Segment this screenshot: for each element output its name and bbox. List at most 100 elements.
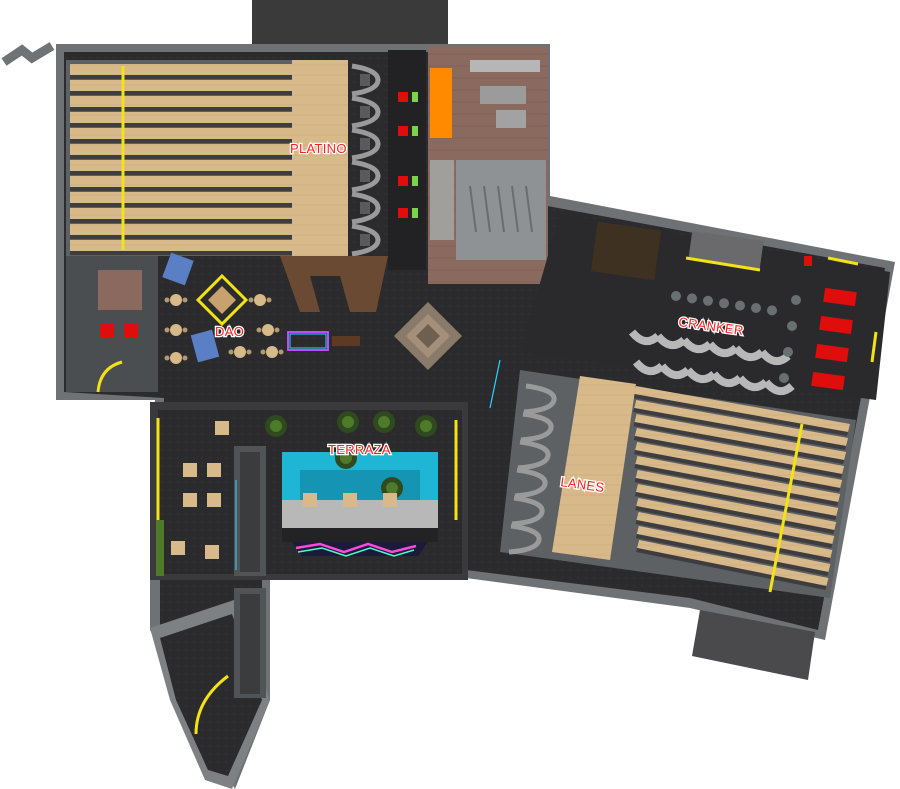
plant-leaves: [386, 482, 398, 494]
kitchen-rack: [525, 185, 533, 233]
central-bar: [394, 302, 462, 370]
corridor-screen-red: [398, 208, 408, 218]
dao-tables: [164, 294, 284, 364]
platino-lane: [70, 128, 292, 139]
corridor-screen-red: [398, 126, 408, 136]
platino-bench-table: [360, 202, 370, 214]
platino-lane: [70, 112, 292, 123]
dao-chair: [274, 327, 280, 333]
lane: [634, 414, 847, 460]
corridor-screen-red: [398, 176, 408, 186]
cranker-sofa: [654, 333, 687, 350]
cranker-sofa: [758, 349, 791, 366]
platino-gutter: [70, 171, 292, 175]
terraza-table: [343, 493, 357, 507]
neon-bar: [287, 331, 329, 351]
lane: [634, 428, 845, 474]
platino-lane: [70, 192, 292, 203]
plant-leaves: [342, 416, 354, 428]
cranker-red-seat-1: [823, 287, 857, 307]
dao-blue-table-2: [190, 329, 220, 363]
north-entrance-block: [252, 0, 448, 44]
kitchen-block: [428, 46, 548, 284]
kitchen-rack: [511, 185, 519, 233]
dao-chair: [164, 327, 170, 333]
south-curved-rail: [194, 674, 229, 735]
cranker-table: [779, 373, 789, 383]
southeast-annex: [692, 610, 815, 680]
cranker-sofa: [680, 337, 713, 354]
cranker-area: [520, 214, 890, 400]
platino-lane: [70, 208, 292, 219]
platino-seating: [351, 63, 381, 257]
dao-area: [66, 252, 388, 393]
cranker-red-seat-2: [819, 315, 853, 335]
dao-curved-counter: [96, 360, 123, 393]
cranker-sofa: [628, 329, 661, 346]
platino-lanes: [70, 64, 292, 255]
platino-lane: [70, 80, 292, 91]
dao-chair: [228, 349, 234, 355]
corridor-screen-green: [412, 208, 418, 218]
cranker-table: [787, 321, 797, 331]
lanes-bench: [517, 439, 551, 471]
platino-gutter: [70, 235, 292, 239]
kitchen-rack: [483, 185, 491, 233]
lanes-bench: [511, 495, 545, 527]
kitchen-rack: [469, 185, 477, 233]
lane: [636, 498, 835, 544]
platino-gutter: [70, 251, 292, 255]
dao-chair: [248, 297, 254, 303]
dao-booth: [98, 270, 142, 310]
dao-chair: [164, 355, 170, 361]
platino-gutter: [70, 187, 292, 191]
cranker-table: [703, 295, 713, 306]
platino-bench: [351, 95, 381, 129]
lanes-bench: [520, 411, 554, 443]
plant-leaves: [270, 420, 282, 432]
kitchen-rack: [497, 185, 505, 233]
terraza-green-edge: [156, 520, 164, 576]
platino-gutter: [70, 219, 292, 223]
dao-table: [266, 346, 278, 358]
lane-gutter: [635, 506, 833, 548]
terraza-table: [207, 493, 221, 507]
cranker-table: [791, 295, 801, 305]
platino-bench: [351, 159, 381, 193]
lane: [636, 512, 833, 558]
cranker-table: [687, 293, 697, 304]
lane: [636, 526, 831, 572]
dao-table: [254, 294, 266, 306]
platino-lane: [70, 240, 292, 251]
cranker-table: [783, 347, 793, 357]
platino-gutter: [70, 155, 292, 159]
dao-table: [170, 294, 182, 306]
platino-bench-table: [360, 106, 370, 118]
platino-lane: [70, 160, 292, 171]
platino-gutter: [70, 107, 292, 111]
platino-bench-table: [360, 234, 370, 246]
cranker-red-seat-3: [815, 343, 849, 363]
dao-table: [234, 346, 246, 358]
cranker-tables: [671, 291, 801, 383]
plant-leaves: [340, 452, 352, 464]
terraza-table: [215, 421, 229, 435]
cranker-table: [719, 298, 729, 309]
cranker-bar-counter: [688, 231, 764, 269]
lane-gutter: [635, 520, 831, 562]
cranker-sofa: [732, 345, 765, 362]
corridor-screen-green: [412, 176, 418, 186]
lane: [637, 540, 829, 586]
lanes-pin-line: [768, 423, 804, 593]
platino-lane: [70, 144, 292, 155]
cranker-table: [671, 291, 681, 301]
dao-table: [262, 324, 274, 336]
lane-gutter: [633, 408, 847, 450]
dao-chair: [246, 349, 252, 355]
dao-chair: [278, 349, 284, 355]
dao-blue-table-1: [162, 252, 194, 286]
terraza-table: [171, 541, 185, 555]
platino-bench-table: [360, 74, 370, 86]
